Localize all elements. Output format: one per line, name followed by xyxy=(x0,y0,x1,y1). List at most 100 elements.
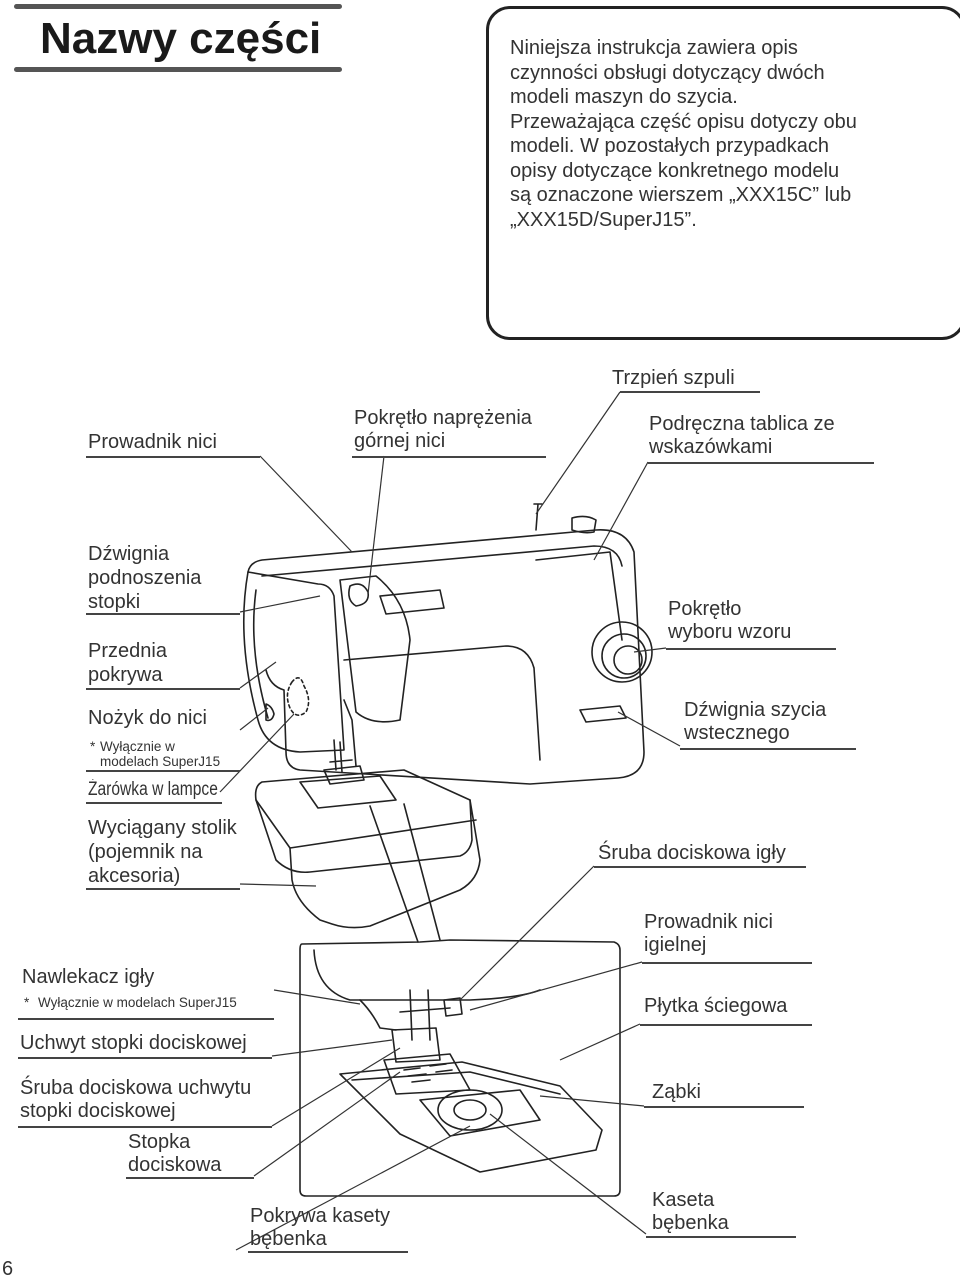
detail-bobbin-hook xyxy=(438,1090,502,1130)
label-tension-dial-line: górnej nici xyxy=(354,430,446,452)
intro-line: Niniejsza instrukcja zawiera opis xyxy=(510,37,798,59)
label-pattern-dial: Pokrętło wyboru wzoru xyxy=(668,598,791,644)
intro-line: Przeważająca część opisu dotyczy obu xyxy=(510,110,857,133)
leader-threader xyxy=(274,990,360,1004)
leader-spool-pin xyxy=(536,392,620,514)
underline-bulb xyxy=(86,802,222,804)
machine-top-edge xyxy=(262,546,622,576)
label-needle-plate: Płytka ściegowa xyxy=(644,995,788,1017)
label-extension-table-line: Wyciągany stolik xyxy=(88,817,237,839)
label-presser-foot: Stopka dociskowa xyxy=(128,1131,221,1177)
pattern-dial-inner xyxy=(602,634,646,678)
detail-bobbin-center xyxy=(454,1100,486,1120)
underline-tension-dial xyxy=(352,456,546,458)
leader-reverse-lever xyxy=(618,712,680,746)
underline-presser-foot-holder-screw xyxy=(18,1126,272,1128)
label-front-cover: Przednia pokrywa xyxy=(88,639,167,687)
tension-knob xyxy=(349,584,368,606)
detail-box xyxy=(300,940,620,1196)
reverse-lever-shape xyxy=(580,706,626,722)
leader-bobbin-cover xyxy=(236,1126,470,1250)
intro-box xyxy=(486,6,960,340)
label-reference-chart-line: Podręczna tablica ze xyxy=(649,413,835,435)
underline-feed-dogs xyxy=(644,1106,804,1108)
label-front-cover-line: Przednia xyxy=(88,640,167,662)
machine-body-outline xyxy=(248,530,644,784)
zoom-cone xyxy=(370,804,440,942)
label-presser-foot-holder-screw: Śruba dociskowa uchwytu stopki dociskowe… xyxy=(20,1077,251,1123)
detail-cover-plate xyxy=(420,1090,540,1136)
bobbin-winder xyxy=(572,516,596,532)
label-pattern-dial-line: wyboru wzoru xyxy=(668,621,792,643)
pattern-dial-cap xyxy=(614,646,642,674)
label-bobbin-cover: Pokrywa kasety bębenka xyxy=(250,1205,390,1251)
underline-reference-chart xyxy=(648,462,874,464)
intro-line: modeli. W pozostałych przypadkach xyxy=(510,135,830,157)
leader-bobbin-case xyxy=(490,1114,646,1234)
underline-presser-foot xyxy=(126,1177,254,1179)
label-presser-foot-line: dociskowa xyxy=(128,1154,222,1176)
table-line xyxy=(290,820,476,848)
label-take-up-lever-line: podnoszenia xyxy=(88,567,202,589)
label-tension-dial: Pokrętło naprężenia górnej nici xyxy=(354,407,532,453)
label-reference-chart-line: wskazówkami xyxy=(649,436,773,458)
underline-reverse-lever xyxy=(680,748,856,750)
intro-line: czynności obsługi dotyczący dwóch xyxy=(510,61,825,84)
underline-spool-pin xyxy=(620,391,760,393)
note-needle-threader: * Wyłącznie w modelach SuperJ15 xyxy=(24,995,237,1010)
arm-opening xyxy=(344,700,356,766)
intro-line: opisy dotyczące konkretnego modelu xyxy=(510,159,840,182)
label-reference-chart: Podręczna tablica ze wskazówkami xyxy=(649,413,835,459)
note-thread-cutter-line: Wyłącznie w xyxy=(100,739,175,754)
leader-thread-guide xyxy=(260,456,352,552)
leader-needle-plate xyxy=(560,1024,640,1060)
leader-thread-cutter xyxy=(240,708,268,730)
underline-presser-foot-holder xyxy=(18,1057,272,1059)
intro-line: modeli maszyn do szycia. xyxy=(510,86,738,108)
page-title: Nazwy części xyxy=(40,14,322,63)
detail-plate xyxy=(340,1062,602,1172)
leader-pattern-dial xyxy=(634,648,666,652)
underline-needle-threader xyxy=(18,1018,274,1020)
underline-take-up-lever xyxy=(86,613,240,615)
detail-feed-dogs xyxy=(404,1064,452,1082)
tension-housing xyxy=(340,576,410,722)
note-needle-threader-text: Wyłącznie w modelach SuperJ15 xyxy=(38,995,237,1010)
side-knob xyxy=(266,704,274,720)
label-bobbin-cover-line: Pokrywa kasety xyxy=(250,1205,391,1227)
label-presser-foot-holder-screw-line: stopki dociskowej xyxy=(20,1100,176,1122)
label-take-up-lever-line: Dźwignia xyxy=(88,543,170,565)
front-cover-inner xyxy=(254,590,268,718)
underline-extension-table xyxy=(86,888,240,890)
leader-presser-foot xyxy=(254,1072,400,1176)
page-number: 6 xyxy=(2,1258,14,1280)
pattern-dial-outer xyxy=(592,622,652,682)
tension-dial-window xyxy=(380,590,444,614)
intro-text: Niniejsza instrukcja zawiera opis czynno… xyxy=(510,36,930,232)
label-feed-dogs: Ząbki xyxy=(652,1081,701,1103)
leader-take-up-lever xyxy=(240,596,320,612)
label-bulb: Żarówka w lampce xyxy=(88,779,218,800)
label-presser-foot-holder: Uchwyt stopki dociskowej xyxy=(20,1032,247,1054)
underline-needle-plate xyxy=(640,1024,812,1026)
leader-tension-dial xyxy=(368,456,384,594)
detail-needle-bar xyxy=(400,990,450,1040)
label-needle-thread-guide-line: igielnej xyxy=(644,934,707,956)
label-take-up-lever: Dźwignia podnoszenia stopki xyxy=(88,542,201,614)
label-spool-pin: Trzpień szpuli xyxy=(612,367,735,389)
label-presser-foot-holder-screw-line: Śruba dociskowa uchwytu xyxy=(20,1077,252,1099)
label-bobbin-case-line: Kaseta xyxy=(652,1189,715,1211)
underline-front-cover xyxy=(86,688,240,690)
bulb-icon xyxy=(287,678,308,715)
free-arm xyxy=(256,770,472,872)
underline-needle-thread-guide xyxy=(642,962,812,964)
detail-clamp xyxy=(444,998,462,1016)
label-presser-foot-line: Stopka xyxy=(128,1131,191,1153)
label-bobbin-cover-line: bębenka xyxy=(250,1228,327,1250)
label-take-up-lever-line: stopki xyxy=(88,591,141,613)
note-star: * xyxy=(24,995,30,1010)
detail-threader xyxy=(360,1000,396,1030)
leader-front-cover xyxy=(240,662,276,688)
